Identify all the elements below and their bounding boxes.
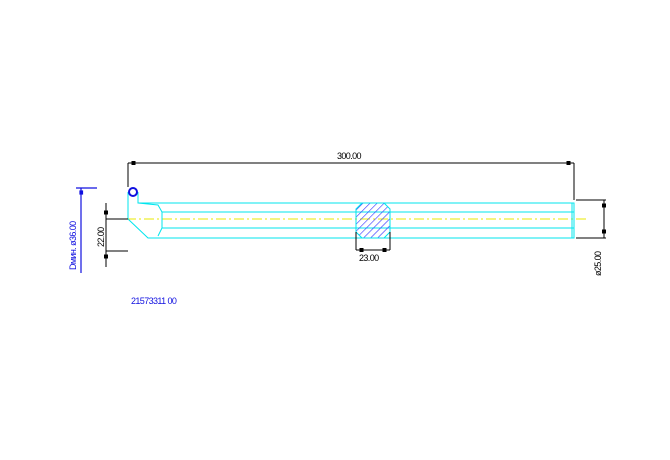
length-dimension-label: 300.00	[337, 151, 362, 161]
offset-dimension	[104, 203, 128, 267]
hatched-section	[355, 202, 391, 239]
section-width-label: 23.00	[359, 253, 379, 263]
shaft-outline	[127, 192, 575, 239]
end-diameter-dimension	[576, 199, 606, 239]
offset-label: 22.00	[96, 227, 106, 247]
length-dimension	[127, 161, 575, 200]
end-diameter-label: ø25.00	[593, 251, 603, 276]
section-width-dimension	[355, 232, 391, 252]
reference-point-icon	[128, 187, 138, 197]
min-diameter-marker	[76, 187, 97, 273]
min-diameter-label: Dмин. ø36.00	[68, 221, 78, 270]
part-number: 21573311 00	[131, 296, 177, 306]
